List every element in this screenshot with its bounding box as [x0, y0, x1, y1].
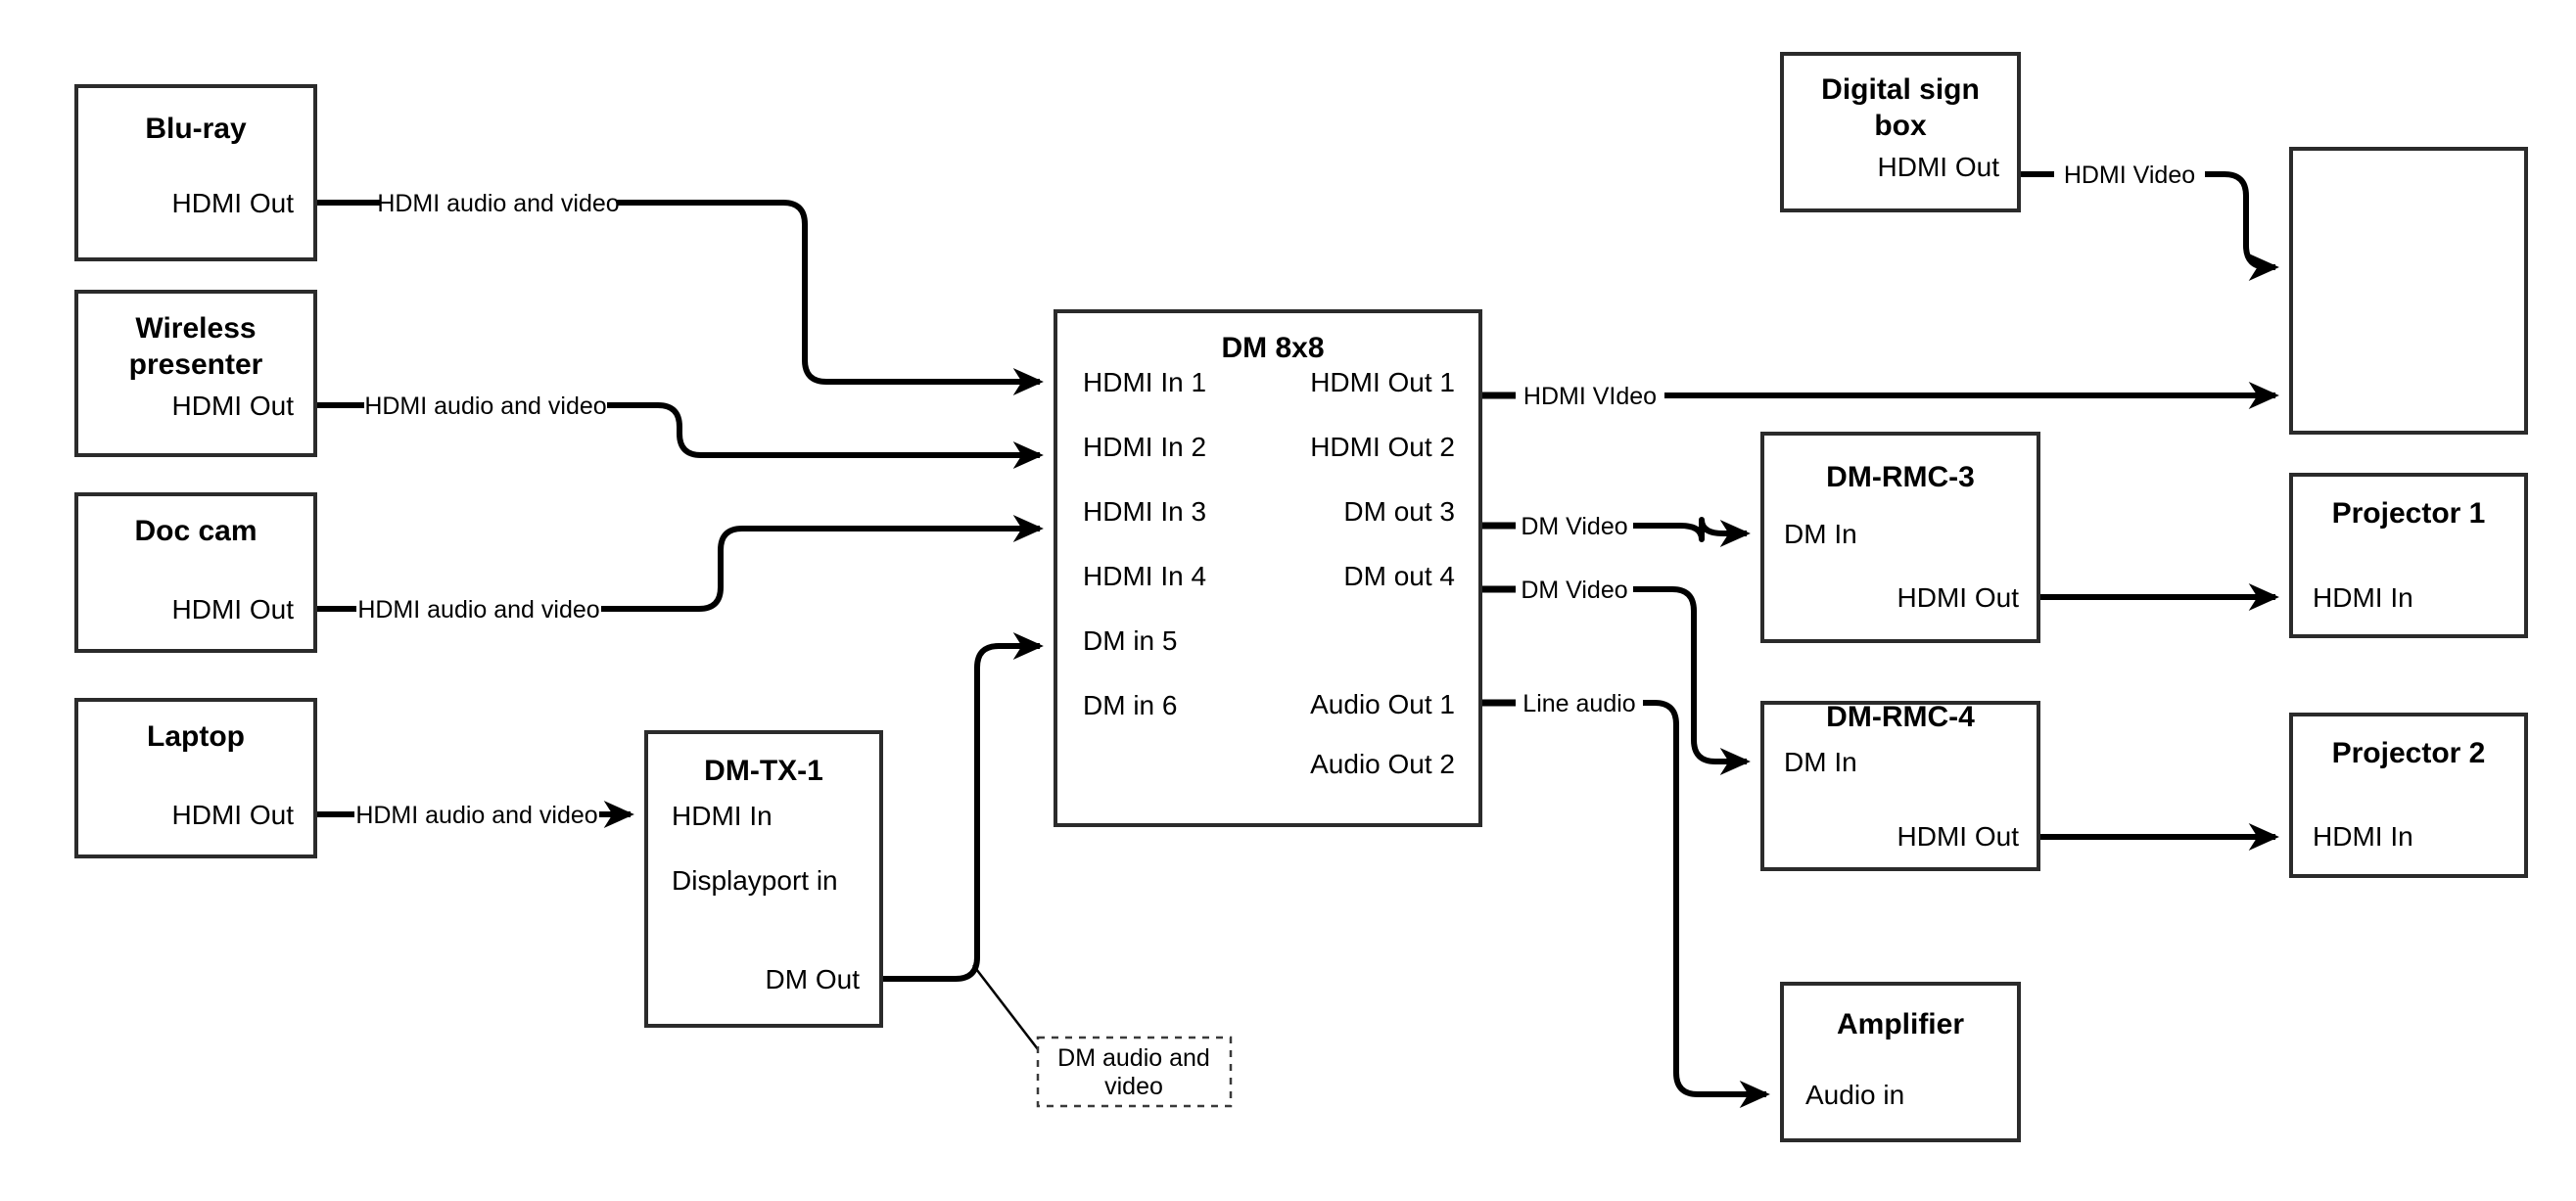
wire-wireless-to-dm8x8: HDMI audio and video: [315, 393, 1044, 470]
dm-audio-video-note-box: [1036, 1036, 1233, 1108]
projector-1-title: Projector 1: [2332, 497, 2486, 530]
projector-2-title: Projector 2: [2332, 737, 2486, 769]
bluray-port-hdmi-out: HDMI Out: [172, 188, 295, 218]
dm-8x8-box[interactable]: [1054, 309, 1482, 827]
dm-rmc-4-port-hdmi-out: HDMI Out: [1897, 821, 2020, 852]
dm-8x8-output-dm-out-3: DM out 3: [1343, 496, 1455, 527]
dm-8x8-input-dm-in-5: DM in 5: [1083, 625, 1177, 656]
dm-8x8-input-hdmi-in-3: HDMI In 3: [1083, 496, 1206, 527]
wire-dmout3-to-rmc3: DM Video: [1480, 513, 1751, 548]
amplifier-box[interactable]: [1780, 982, 2021, 1142]
device-wireless-presenter[interactable]: Wireless presenter HDMI Out: [74, 290, 317, 457]
dm-8x8-input-hdmi-in-2: HDMI In 2: [1083, 432, 1206, 462]
wire-label-bluray: HDMI audio and video: [377, 190, 619, 217]
dm-8x8-title: DM 8x8: [1221, 332, 1324, 364]
digital-sign-box-box[interactable]: [1780, 52, 2021, 212]
device-dm-8x8[interactable]: DM 8x8 HDMI In 1 HDMI In 2 HDMI In 3 HDM…: [1054, 309, 1482, 827]
lobby-display-outline-rect: [2289, 147, 2528, 435]
wire-label-audioout1: Line audio: [1522, 690, 1635, 717]
device-projector-2[interactable]: Projector 2 HDMI In: [2289, 713, 2528, 878]
wire-signbox-to-lobby: HDMI Video: [2019, 162, 2279, 282]
wire-label-hdmiout1: HDMI VIdeo: [1523, 383, 1657, 410]
projector-1-port-hdmi-in: HDMI In: [2313, 582, 2413, 613]
bluray-title: Blu-ray: [145, 113, 247, 145]
doc-cam-title: Doc cam: [134, 515, 257, 547]
digital-sign-box-title-line2: box: [1874, 110, 1927, 142]
device-dm-rmc-3[interactable]: DM-RMC-3 DM In HDMI Out: [1760, 432, 2040, 643]
dm-rmc-4-port-dm-in: DM In: [1784, 747, 1857, 777]
device-doc-cam[interactable]: Doc cam HDMI Out: [74, 492, 317, 653]
device-bluray[interactable]: Blu-ray HDMI Out: [74, 84, 317, 261]
dm-rmc-3-box[interactable]: [1760, 432, 2040, 643]
dm-8x8-output-dm-out-4: DM out 4: [1343, 561, 1455, 591]
dm-tx-1-port-displayport-in: Displayport in: [672, 865, 838, 896]
device-digital-sign-box[interactable]: Digital sign box HDMI Out: [1780, 52, 2021, 212]
doc-cam-box[interactable]: [74, 492, 317, 653]
wire-label-laptop: HDMI audio and video: [355, 802, 597, 829]
dm-tx-1-port-hdmi-in: HDMI In: [672, 801, 773, 831]
projector-2-port-hdmi-in: HDMI In: [2313, 821, 2413, 852]
dm-8x8-output-hdmi-out-2: HDMI Out 2: [1310, 432, 1455, 462]
dm-8x8-output-audio-out-1: Audio Out 1: [1310, 689, 1455, 719]
dm-rmc-3-port-hdmi-out: HDMI Out: [1897, 582, 2020, 613]
dm-tx-1-title: DM-TX-1: [704, 755, 823, 787]
wire-doccam-to-dm8x8: HDMI audio and video: [315, 514, 1044, 624]
digital-sign-box-port-hdmi-out: HDMI Out: [1878, 152, 2000, 182]
wire-label-dmout4: DM Video: [1521, 577, 1627, 604]
dm-8x8-input-dm-in-6: DM in 6: [1083, 690, 1177, 720]
wireless-presenter-box[interactable]: [74, 290, 317, 457]
device-amplifier[interactable]: Amplifier Audio in: [1780, 982, 2021, 1142]
dm-rmc-3-port-dm-in: DM In: [1784, 519, 1857, 549]
dm-8x8-output-hdmi-out-1: HDMI Out 1: [1310, 367, 1455, 397]
dm-8x8-input-hdmi-in-4: HDMI In 4: [1083, 561, 1206, 591]
device-dm-tx-1[interactable]: DM-TX-1 HDMI In Displayport in DM Out: [644, 730, 883, 1028]
amplifier-port-audio-in: Audio in: [1805, 1080, 1904, 1110]
wire-audioout1-to-amplifier: Line audio: [1480, 690, 1770, 1109]
dm-8x8-input-hdmi-in-1: HDMI In 1: [1083, 367, 1206, 397]
device-projector-1[interactable]: Projector 1 HDMI In: [2289, 473, 2528, 638]
wire-dmout4-to-rmc4: DM Video: [1480, 577, 1751, 776]
laptop-box[interactable]: [74, 698, 317, 858]
wire-hdmiout1-to-lobby: HDMI VIdeo: [1480, 381, 2279, 410]
wireless-presenter-title-line2: presenter: [129, 348, 263, 381]
dm-8x8-output-audio-out-2: Audio Out 2: [1310, 749, 1455, 779]
wire-dmtx1-to-dm8x8: [881, 631, 1044, 982]
laptop-port-hdmi-out: HDMI Out: [172, 800, 295, 830]
dm-audio-video-note-line1: DM audio and: [1057, 1044, 1210, 1072]
wire-laptop-to-dmtx1: HDMI audio and video: [315, 800, 634, 829]
wireless-presenter-port-hdmi-out: HDMI Out: [172, 391, 295, 421]
doc-cam-port-hdmi-out: HDMI Out: [172, 594, 295, 624]
device-dm-rmc-4[interactable]: DM-RMC-4 DM In HDMI Out: [1760, 701, 2040, 871]
dm-rmc-3-title: DM-RMC-3: [1826, 461, 1975, 493]
dm-rmc-4-title: DM-RMC-4: [1826, 701, 1975, 733]
dm-tx-1-box[interactable]: [644, 730, 883, 1028]
projector-2-box[interactable]: [2289, 713, 2528, 878]
annotation-dm-audio-video: DM audio and video: [1036, 1036, 1233, 1108]
dm-audio-video-note-line2: video: [1104, 1073, 1163, 1100]
wire-label-signbox: HDMI Video: [2064, 162, 2195, 189]
wire-label-dmout3: DM Video: [1521, 513, 1627, 540]
projector-1-box[interactable]: [2289, 473, 2528, 638]
leader-line-dm-audio-video: [972, 964, 1039, 1050]
wire-bluray-to-dm8x8: HDMI audio and video: [315, 190, 1044, 396]
lobby-display-outline: [2289, 147, 2528, 435]
wire-label-wireless: HDMI audio and video: [364, 393, 606, 420]
wire-label-doccam: HDMI audio and video: [357, 596, 599, 624]
amplifier-title: Amplifier: [1837, 1008, 1964, 1040]
device-laptop[interactable]: Laptop HDMI Out: [74, 698, 317, 858]
dm-rmc-4-box[interactable]: [1760, 701, 2040, 871]
wireless-presenter-title-line1: Wireless: [135, 312, 256, 345]
dm-tx-1-port-dm-out: DM Out: [766, 964, 861, 994]
digital-sign-box-title-line1: Digital sign: [1821, 73, 1980, 106]
bluray-box[interactable]: [74, 84, 317, 261]
laptop-title: Laptop: [147, 720, 245, 753]
